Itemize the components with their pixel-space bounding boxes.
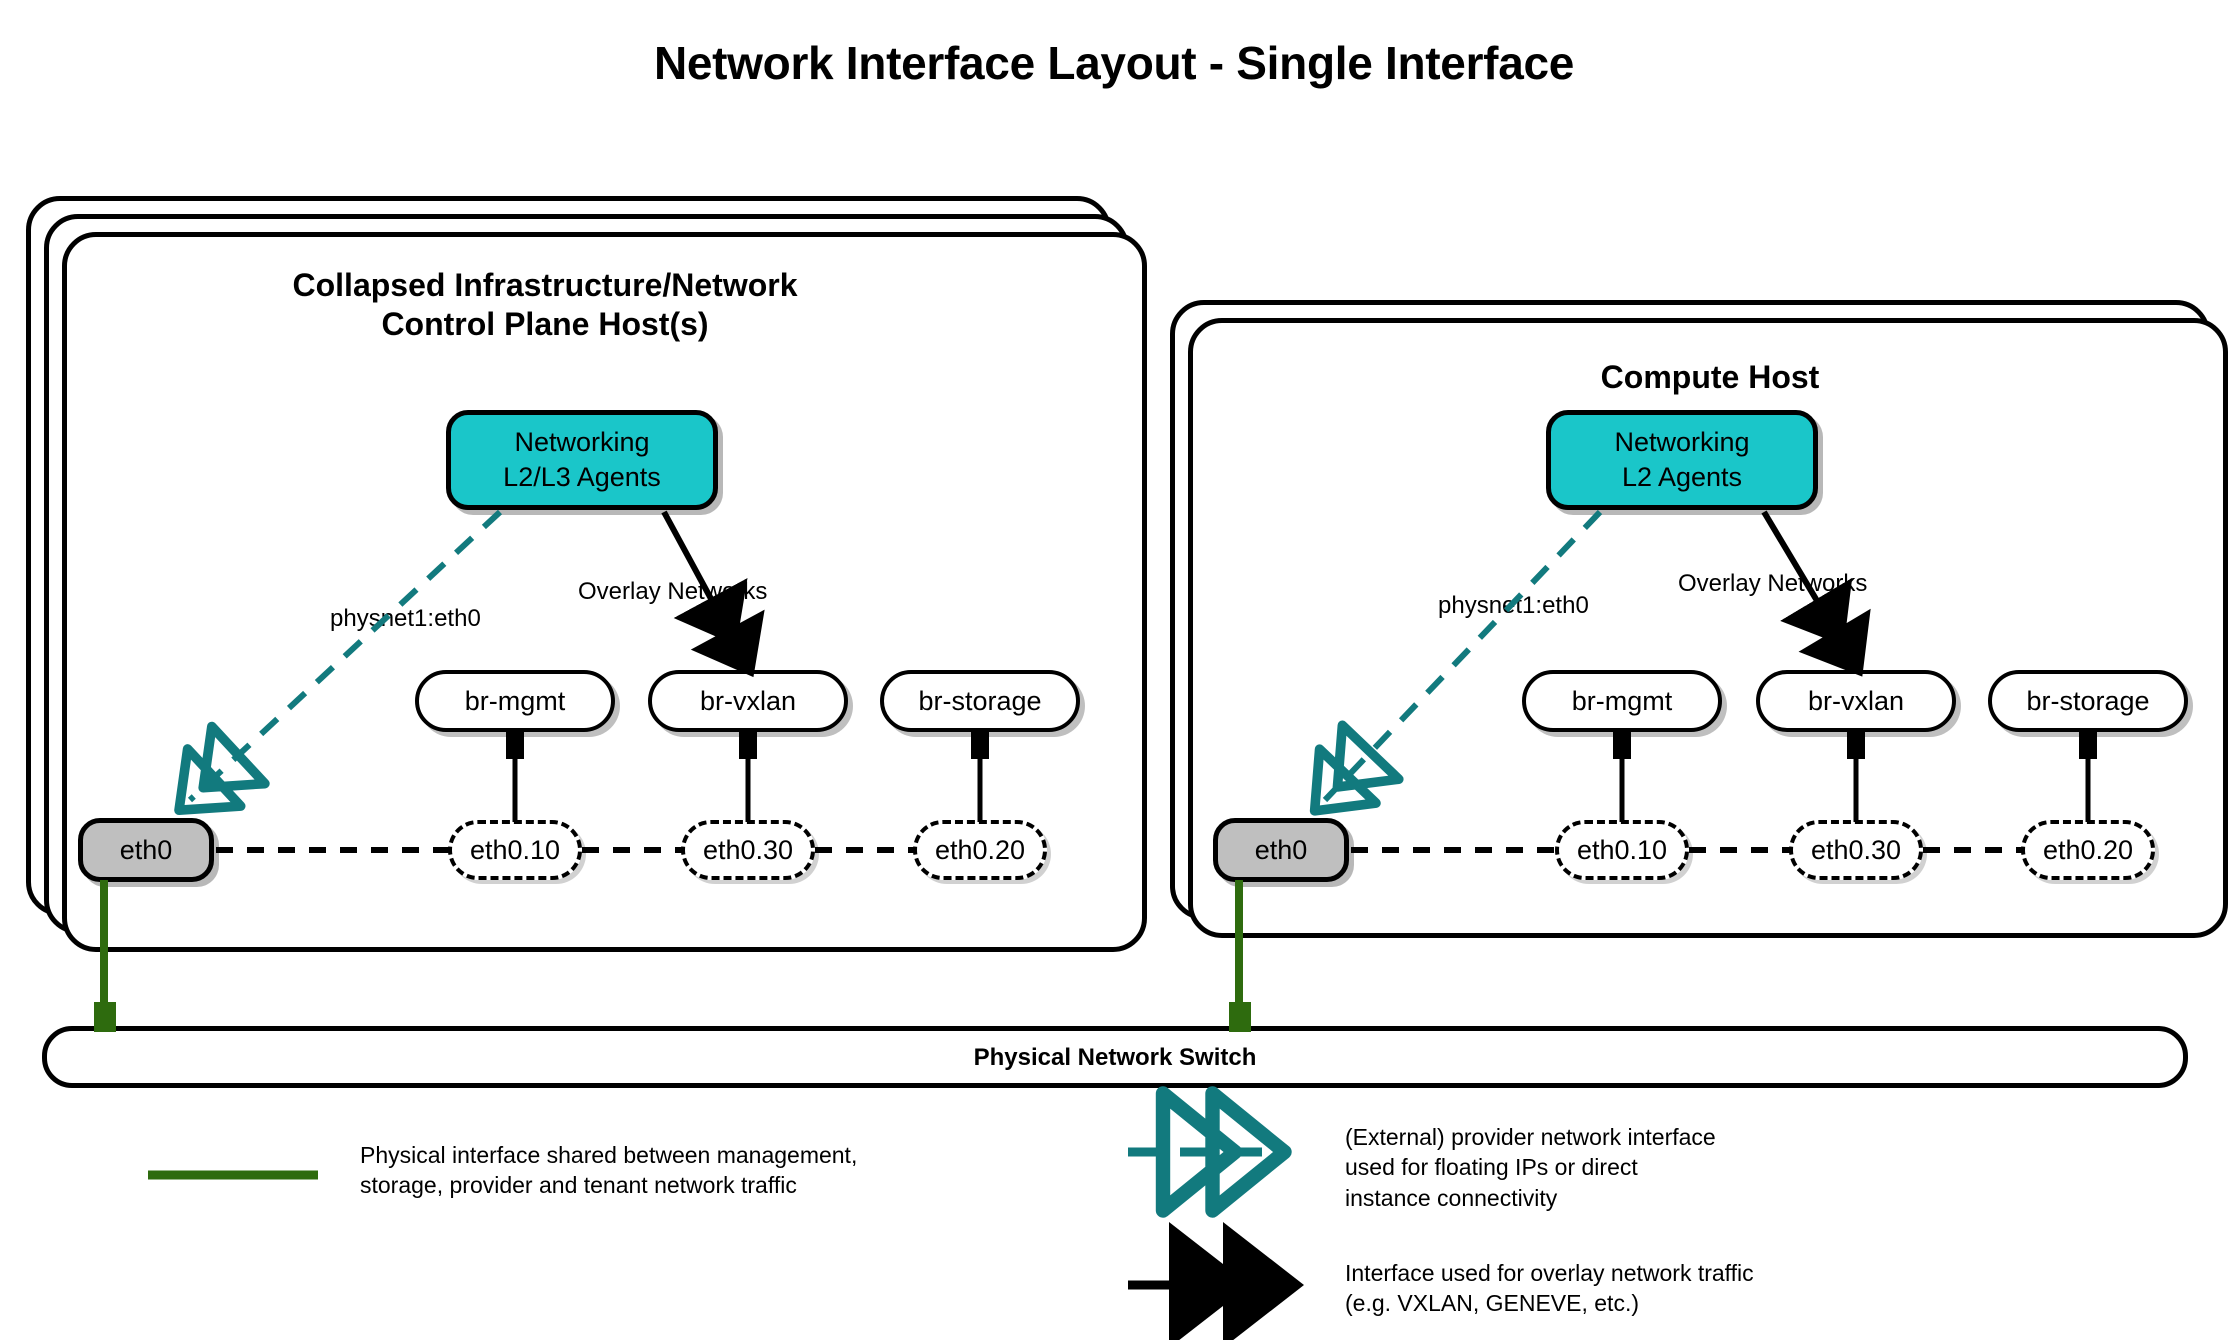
control-plane-host-title: Collapsed Infrastructure/Network Control… bbox=[120, 266, 970, 344]
control-plane-host-title-line1: Collapsed Infrastructure/Network bbox=[292, 267, 798, 303]
compute-nic-eth0[interactable]: eth0 bbox=[1213, 818, 1349, 882]
control-plane-bridge-br-mgmt[interactable]: br-mgmt bbox=[415, 670, 615, 732]
compute-vlan-eth0-30[interactable]: eth0.30 bbox=[1789, 820, 1923, 880]
compute-port-br-vxlan bbox=[1847, 731, 1865, 759]
agents-label-line1: Networking bbox=[514, 427, 650, 458]
compute-provider-link bbox=[1309, 509, 1603, 816]
agents-label-line2: L2 Agents bbox=[1621, 462, 1743, 492]
bridge-label: br-vxlan bbox=[1807, 685, 1905, 716]
nic-label: eth0 bbox=[1254, 834, 1308, 865]
legend-overlay-text: Interface used for overlay network traff… bbox=[1345, 1260, 1754, 1317]
vlan-label: eth0.10 bbox=[469, 834, 561, 865]
compute-bridge-br-storage[interactable]: br-storage bbox=[1988, 670, 2188, 732]
vlan-label: eth0.30 bbox=[702, 834, 794, 865]
legend-provider-text: (External) provider network interface us… bbox=[1345, 1124, 1716, 1211]
control-plane-provider-link bbox=[174, 509, 503, 816]
bridge-label: br-storage bbox=[2026, 685, 2150, 716]
compute-host-title-line1: Compute Host bbox=[1600, 359, 1820, 395]
agents-label-line1: Networking bbox=[1614, 427, 1750, 458]
control-plane-port-br-vxlan bbox=[739, 731, 757, 759]
physical-network-switch-label: Physical Network Switch bbox=[973, 1044, 1257, 1071]
compute-overlay-link bbox=[1761, 510, 1871, 677]
control-plane-port-br-storage bbox=[971, 731, 989, 759]
agents-label-line2: L2/L3 Agents bbox=[503, 462, 661, 492]
control-plane-vlan-eth0-30[interactable]: eth0.30 bbox=[681, 820, 815, 880]
control-plane-nic-eth0[interactable]: eth0 bbox=[78, 818, 214, 882]
compute-host-title: Compute Host bbox=[1370, 358, 2050, 397]
compute-vlan-eth0-10[interactable]: eth0.10 bbox=[1555, 820, 1689, 880]
control-plane-bridge-br-vxlan[interactable]: br-vxlan bbox=[648, 670, 848, 732]
control-plane-host-title-line2: Control Plane Host(s) bbox=[381, 306, 709, 343]
vlan-label: eth0.30 bbox=[1810, 834, 1902, 865]
vlan-label: eth0.20 bbox=[934, 834, 1026, 865]
control-plane-bridge-br-storage[interactable]: br-storage bbox=[880, 670, 1080, 732]
control-plane-overlay-link bbox=[661, 510, 765, 678]
bridge-label: br-storage bbox=[918, 685, 1042, 716]
control-plane-vlan-eth0-10[interactable]: eth0.10 bbox=[448, 820, 582, 880]
page-title: Network Interface Layout - Single Interf… bbox=[653, 37, 1575, 89]
vlan-label: eth0.10 bbox=[1576, 834, 1668, 865]
bridge-label: br-mgmt bbox=[1571, 685, 1673, 716]
compute-switch-port bbox=[1229, 1002, 1251, 1032]
legend-physical-text: Physical interface shared between manage… bbox=[360, 1142, 858, 1199]
compute-port-br-mgmt bbox=[1613, 731, 1631, 759]
vlan-label: eth0.20 bbox=[2042, 834, 2134, 865]
control-plane-networking-agents[interactable]: Networking L2/L3 Agents bbox=[446, 410, 718, 510]
bridge-label: br-mgmt bbox=[464, 685, 566, 716]
control-plane-port-br-mgmt bbox=[506, 731, 524, 759]
physical-network-switch[interactable] bbox=[42, 1026, 2188, 1088]
control-plane-provider-edge-label: physnet1:eth0 bbox=[330, 605, 481, 632]
control-plane-switch-port bbox=[94, 1002, 116, 1032]
compute-bridge-br-mgmt[interactable]: br-mgmt bbox=[1522, 670, 1722, 732]
nic-label: eth0 bbox=[119, 834, 173, 865]
compute-port-br-storage bbox=[2079, 731, 2097, 759]
compute-networking-agents[interactable]: Networking L2 Agents bbox=[1546, 410, 1818, 510]
bridge-label: br-vxlan bbox=[699, 685, 797, 716]
